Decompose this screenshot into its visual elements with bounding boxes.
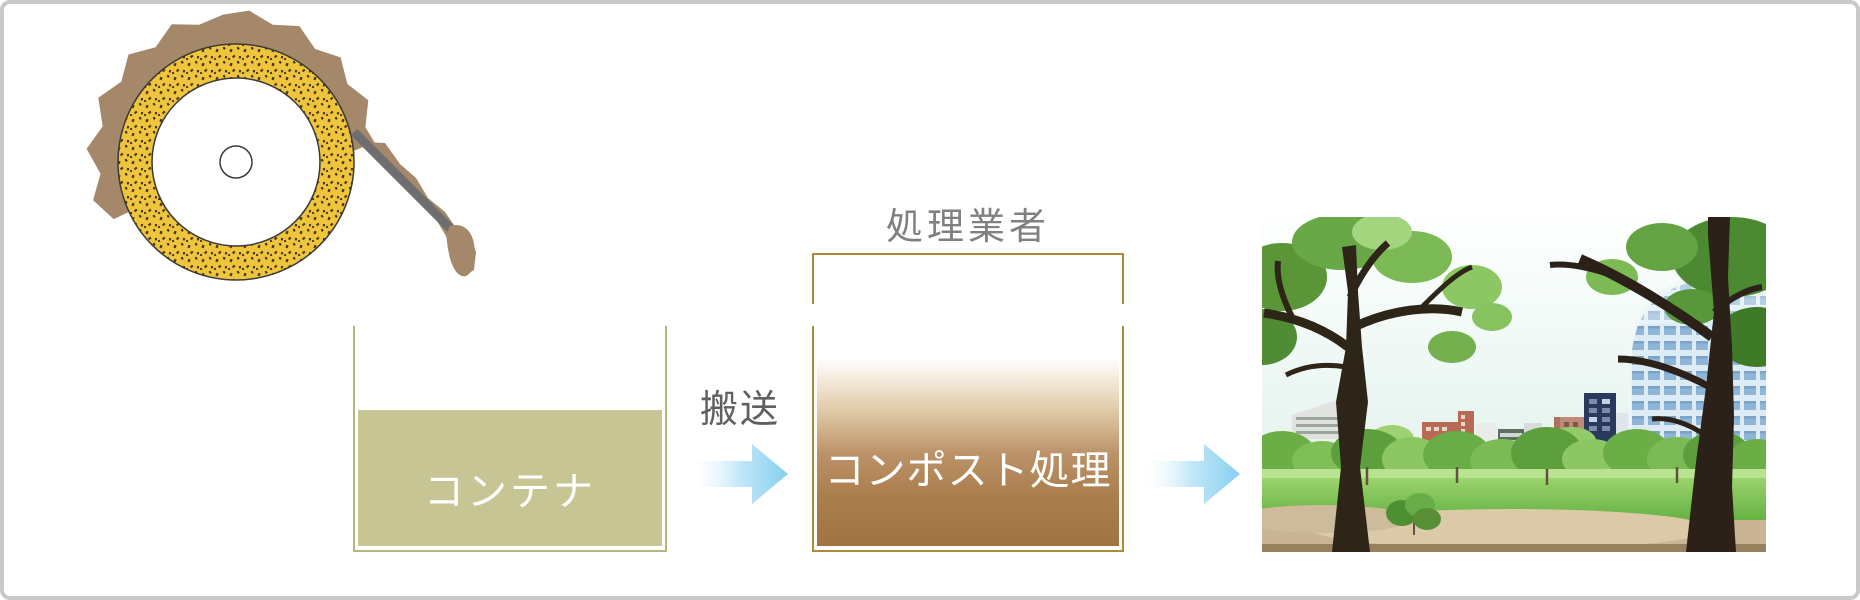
compost-label: コンポスト処理: [824, 449, 1112, 493]
composting-drum-illustration: [86, 10, 476, 281]
transport-label: 搬送: [699, 389, 780, 431]
photo-left-tree: [1262, 217, 1512, 552]
compost-box: コンポスト処理: [812, 326, 1124, 552]
park-photo: [1262, 217, 1766, 552]
output-arrow-icon: [1144, 444, 1240, 504]
processor-outline-top: [812, 253, 1124, 304]
processor-title: 処理業者: [886, 206, 1050, 247]
container-label: コンテナ: [424, 470, 596, 514]
photo-left-building: [1292, 399, 1348, 439]
compost-drip-blob: [446, 224, 475, 277]
photo-grass-highlight: [1262, 469, 1766, 478]
container-fill: [358, 410, 662, 546]
container-box: コンテナ: [353, 326, 667, 552]
photo-right-tree: [1549, 217, 1766, 552]
compost-fill: [817, 326, 1119, 546]
photo-shrub: [1386, 493, 1441, 535]
scraper-rod: [350, 128, 456, 234]
drum-axle: [219, 145, 253, 179]
transport-arrow-icon: [692, 444, 788, 504]
photo-small-trunks: [1365, 467, 1679, 485]
